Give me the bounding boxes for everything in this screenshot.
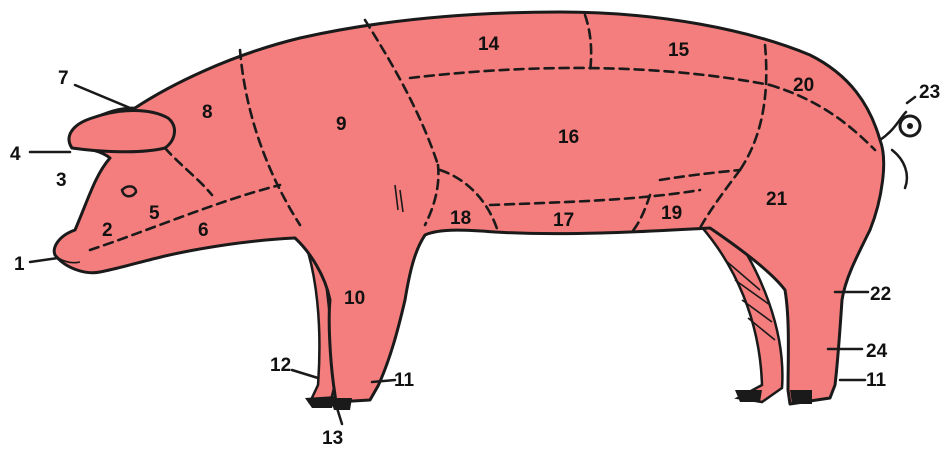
- label-19: 19: [661, 203, 682, 224]
- label-13: 13: [322, 428, 343, 449]
- label-12: 12: [270, 355, 291, 376]
- label-2: 2: [102, 220, 113, 241]
- label-3: 3: [56, 170, 67, 191]
- label-5: 5: [149, 203, 160, 224]
- tail: [880, 112, 920, 188]
- hind-hoof: [735, 390, 762, 402]
- hooves: [305, 390, 812, 410]
- hind-hoof-2: [790, 390, 812, 404]
- front-hoof-2: [330, 398, 352, 410]
- label-4: 4: [10, 144, 21, 165]
- label-20: 20: [793, 75, 814, 96]
- label-11-hind: 11: [866, 370, 887, 391]
- label-22: 22: [870, 284, 891, 305]
- label-8: 8: [202, 102, 213, 123]
- label-18: 18: [450, 208, 471, 229]
- label-9: 9: [336, 114, 347, 135]
- label-23: 23: [919, 82, 940, 103]
- label-1: 1: [14, 254, 25, 275]
- label-6: 6: [198, 220, 209, 241]
- label-7: 7: [58, 68, 69, 89]
- label-14: 14: [478, 34, 500, 55]
- ear: [69, 111, 174, 152]
- label-15: 15: [668, 40, 690, 61]
- label-21: 21: [766, 189, 788, 210]
- label-10: 10: [344, 288, 365, 309]
- label-24: 24: [866, 341, 888, 362]
- label-17: 17: [553, 210, 574, 231]
- label-11-front: 11: [394, 370, 415, 391]
- label-16: 16: [558, 127, 579, 148]
